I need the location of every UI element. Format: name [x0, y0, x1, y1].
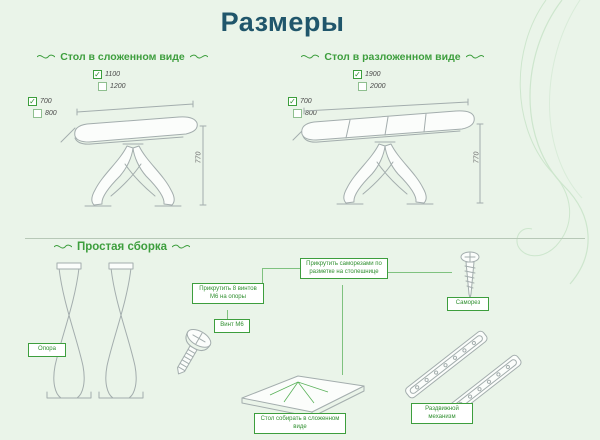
checkbox-empty-icon: [293, 108, 302, 118]
checkbox-checked-icon: ✓: [353, 69, 362, 79]
checkbox-empty-icon: [358, 81, 367, 91]
flourish-icon: [37, 54, 56, 59]
checkbox-checked-icon: ✓: [93, 69, 102, 79]
dim-value: 700: [300, 97, 312, 105]
folded-width-options: ✓ 1100 1200: [93, 68, 126, 92]
dim-option-row: ✓ 700: [288, 95, 317, 107]
mechanism-label: Раздвижной механизм: [411, 403, 473, 424]
connector-line: [262, 268, 263, 283]
dim-option-row: 2000: [358, 80, 386, 92]
unfolded-heading-label: Стол в разложенном виде: [324, 51, 461, 63]
checkbox-checked-icon: ✓: [288, 96, 297, 106]
flourish-icon: [172, 244, 191, 249]
assembly-note: Стол собирать в сложенном виде: [254, 413, 346, 434]
dim-option-row: ✓ 1100: [93, 68, 126, 80]
unfolded-width-options: ✓ 1900 2000: [353, 68, 386, 92]
support-leg-drawing: [46, 262, 144, 399]
checkbox-empty-icon: [98, 81, 107, 91]
support-label: Опора: [28, 343, 66, 357]
dim-option-row: ✓ 1900: [353, 68, 386, 80]
dim-value: 800: [45, 109, 57, 117]
page-title: Размеры: [220, 7, 345, 37]
section-heading-folded: Стол в сложенном виде: [30, 51, 215, 63]
connector-line: [227, 310, 228, 319]
flourish-icon: [465, 54, 484, 59]
unfolded-depth-options: ✓ 700 800: [288, 95, 317, 119]
dim-option-row: 800: [33, 107, 57, 119]
bolt-icon: [177, 329, 212, 375]
decorative-swirl: [516, 0, 589, 285]
connector-line: [262, 268, 300, 269]
dim-option-row: 800: [293, 107, 317, 119]
dim-value: 800: [305, 109, 317, 117]
bolt-step-note: Прикрутить 8 винтов М6 на опоры: [192, 283, 264, 304]
dim-value: 1100: [105, 70, 121, 78]
dim-value: 1900: [365, 70, 381, 78]
flourish-icon: [301, 54, 320, 59]
dim-value: 1200: [110, 82, 126, 90]
folded-height-value: 770: [195, 151, 203, 164]
unfolded-table-drawing: [292, 98, 484, 205]
dim-value: 700: [40, 97, 52, 105]
bolt-label: Винт М6: [214, 319, 250, 333]
screw-label: Саморез: [447, 297, 489, 311]
connector-line: [342, 285, 343, 375]
checkbox-empty-icon: [33, 108, 42, 118]
dim-option-row: ✓ 700: [28, 95, 57, 107]
unfolded-height-value: 770: [473, 151, 481, 164]
section-divider: [25, 238, 585, 239]
flourish-icon: [53, 244, 72, 249]
folded-table-drawing: [60, 100, 207, 207]
screw-icon: [460, 251, 480, 299]
assembly-heading-label: Простая сборка: [76, 241, 168, 253]
folded-depth-options: ✓ 700 800: [28, 95, 57, 119]
connector-line: [388, 272, 452, 273]
screw-step-note: Прикрутить саморезами по разметке на сто…: [300, 258, 388, 279]
section-heading-unfolded: Стол в разложенном виде: [295, 51, 490, 63]
folded-heading-label: Стол в сложенном виде: [60, 51, 185, 63]
checkbox-checked-icon: ✓: [28, 96, 37, 106]
dim-value: 2000: [370, 82, 386, 90]
section-heading-assembly: Простая сборка: [52, 241, 192, 253]
flourish-icon: [189, 54, 208, 59]
dim-option-row: 1200: [98, 80, 126, 92]
